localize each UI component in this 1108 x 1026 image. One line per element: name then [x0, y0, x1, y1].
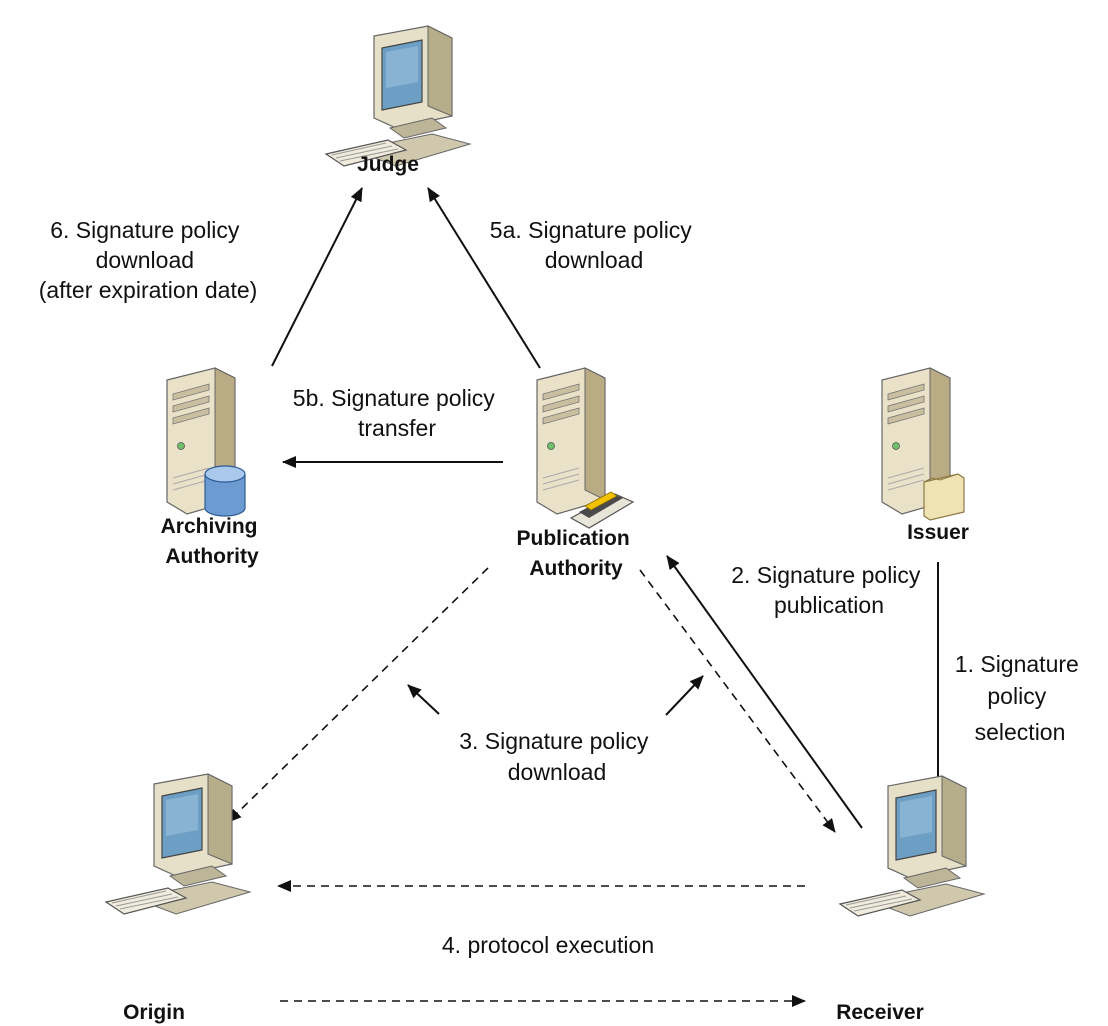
- judge-desktop-computer-icon: [325, 25, 471, 167]
- edge-3-dashed-origin: [227, 567, 489, 823]
- judge-label: Judge: [357, 153, 419, 176]
- archiving-database-server-icon: [166, 367, 246, 517]
- receiver-desktop-computer-icon: [839, 775, 985, 917]
- origin-desktop-computer-icon: [105, 773, 251, 915]
- edge-6-label: 6. Signature policy download (after expi…: [39, 217, 258, 303]
- publication-publishing-server-icon: [536, 367, 635, 529]
- database-icon: [204, 465, 246, 517]
- edge-5a-arrow: [427, 187, 541, 369]
- receiver-label: Receiver: [836, 1001, 924, 1024]
- edge-3-right-arrow: [665, 675, 704, 716]
- edge-3-label: 3. Signature policy download: [459, 728, 655, 785]
- issuer-label: Issuer: [907, 521, 969, 544]
- edge-2-label: 2. Signature policy publication: [731, 562, 927, 618]
- edge-6-arrow: [271, 187, 363, 367]
- edge-3-dashed-receiver: [639, 569, 836, 833]
- edge-5a-label: 5a. Signature policy download: [490, 217, 698, 273]
- folder-icon: [923, 473, 965, 521]
- archiving-authority-label: Archiving Authority: [161, 515, 264, 568]
- edge-3-left-arrow: [407, 684, 440, 715]
- edge-1-label: 1. Signature policy selection: [955, 651, 1085, 745]
- edge-4-label: 4. protocol execution: [442, 932, 654, 958]
- edge-2-arrow: [666, 555, 863, 829]
- origin-label: Origin: [123, 1001, 185, 1024]
- publication-authority-label: Publication Authority: [516, 527, 635, 580]
- edge-5b-label: 5b. Signature policy transfer: [293, 385, 501, 441]
- issuer-file-server-icon: [881, 367, 965, 521]
- publishing-tray-icon: [569, 491, 635, 529]
